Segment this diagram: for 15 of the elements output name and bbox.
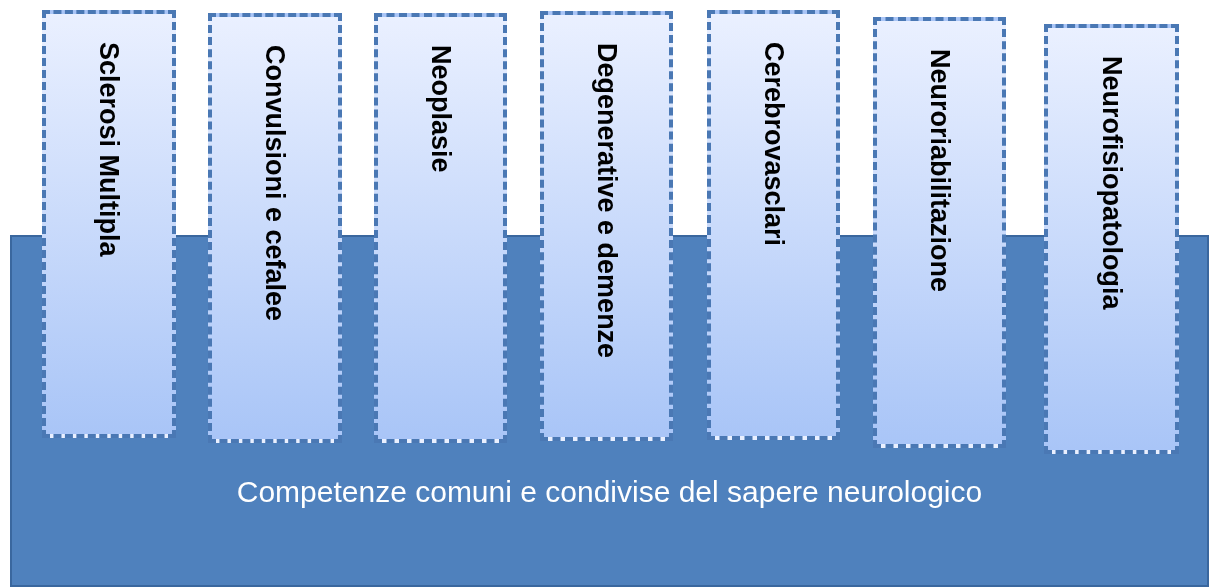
category-column — [707, 10, 840, 440]
column-label: Convulsioni e cefalee — [260, 45, 290, 322]
column-label: Neuroriabilitazione — [924, 49, 955, 293]
category-column — [42, 10, 176, 438]
base-label: Competenze comuni e condivise del sapere neurologico — [235, 475, 984, 509]
category-column — [1044, 24, 1179, 454]
category-column — [374, 13, 507, 443]
category-column — [208, 13, 342, 443]
column-label: Neurofisiopatologia — [1096, 56, 1127, 310]
column-label: Degenerative e demenze — [591, 43, 622, 359]
column-label: Sclerosi Multipla — [94, 42, 124, 257]
category-column — [873, 17, 1006, 448]
category-column — [540, 11, 673, 441]
column-label: Cerebrovasclari — [758, 42, 789, 247]
column-label: Neoplasie — [425, 45, 456, 173]
